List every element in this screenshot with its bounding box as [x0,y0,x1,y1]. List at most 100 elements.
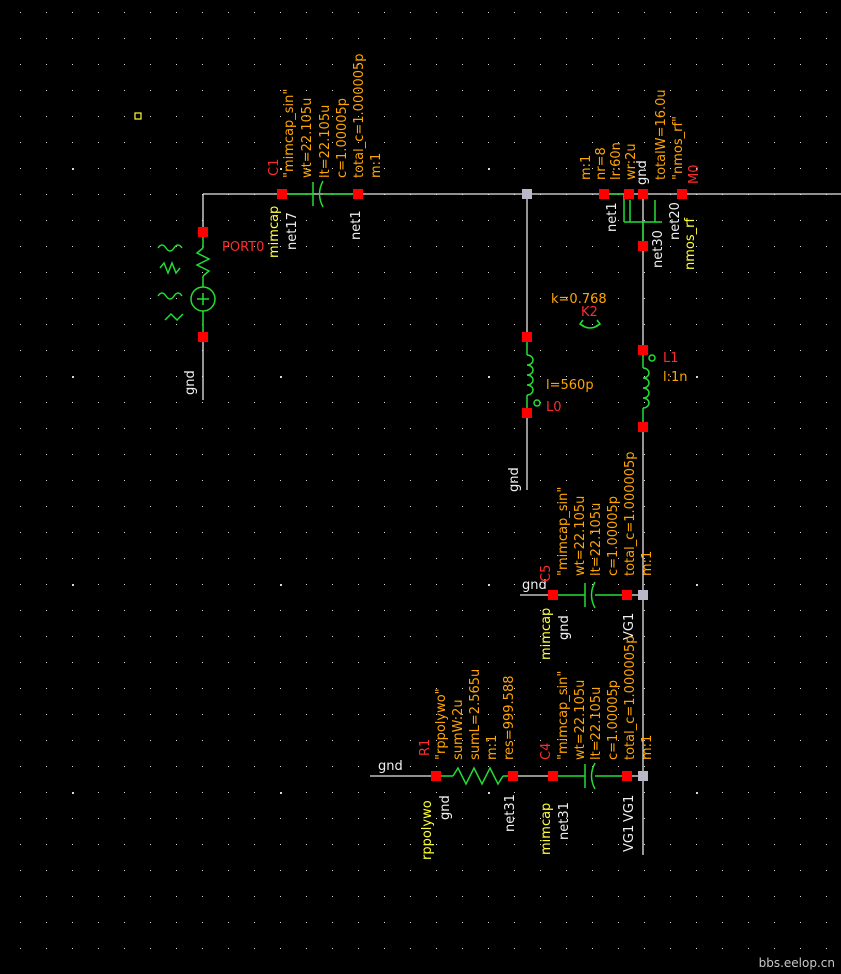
grid-dot [722,454,723,455]
inductor-l0[interactable]: l=560p L0 gnd [507,332,594,492]
grid-dot [592,506,593,507]
grid-dot [566,532,567,533]
grid-dot [488,12,489,13]
grid-dot [410,480,411,481]
c4-param-lt: lt=22.105u [589,687,604,760]
grid-dot [202,454,203,455]
grid-dot [722,350,723,351]
c1-param-model: "mimcap_sin" [282,89,297,178]
grid-dot [280,870,281,871]
capacitor-c4[interactable]: C4 "mimcap_sin" wt=22.105u lt=22.105u c=… [539,635,655,855]
grid-dot [150,246,151,247]
grid-dot [410,376,411,377]
inductor-l1[interactable]: L1 l:1n [638,345,688,432]
grid-dot [566,64,567,65]
selection-marker [134,112,142,120]
grid-dot [462,558,463,559]
grid-dot [176,662,177,663]
grid-dot [358,12,359,13]
resistor-r1[interactable]: gnd R1 "rppolywo" sumW:2u sumL=2.565u m:… [378,669,518,860]
grid-dot [280,584,282,586]
grid-dot [150,688,151,689]
grid-dot [202,818,203,819]
grid-dot [176,324,177,325]
grid-dot [98,870,99,871]
grid-dot [566,922,567,923]
grid-dot [202,428,203,429]
grid-dot [176,220,177,221]
grid-dot [644,532,645,533]
grid-dot [202,714,203,715]
grid-dot [384,298,385,299]
grid-dot [618,506,619,507]
grid-dot [384,246,385,247]
grid-dot [436,584,437,585]
grid-dot [800,766,801,767]
port0-source[interactable]: PORT0 gnd [157,227,264,395]
grid-dot [540,350,541,351]
grid-dot [98,896,99,897]
grid-dot [670,246,671,247]
c1-instance-label: C1 [267,159,282,176]
grid-dot [176,142,177,143]
grid-dot [592,324,593,325]
grid-dot [254,506,255,507]
grid-dot [228,324,229,325]
grid-dot [618,324,619,325]
c1-net-right: net1 [349,210,364,240]
grid-dot [176,90,177,91]
grid-dot [722,168,723,169]
m0-net-gnd: gnd [635,160,650,185]
grid-dot [436,428,437,429]
grid-dot [514,324,515,325]
grid-dot [618,896,619,897]
grid-dot [436,922,437,923]
grid-dot [202,688,203,689]
grid-dot [124,402,125,403]
grid-dot [384,350,385,351]
grid-dot [20,818,21,819]
grid-dot [306,610,307,611]
grid-dot [826,454,827,455]
capacitor-c5[interactable]: gnd C5 "mimcap_sin" wt=22.105u lt=22.105… [522,451,655,660]
grid-dot [384,220,385,221]
grid-dot [150,766,151,767]
grid-dot [306,350,307,351]
capacitor-c1[interactable]: C1 "mimcap_sin" wt=22.105u lt=22.105u c=… [267,53,384,258]
grid-dot [800,922,801,923]
grid-dot [774,610,775,611]
grid-dot [774,714,775,715]
grid-dot [774,428,775,429]
c5-param-lt: lt=22.105u [589,503,604,576]
mutual-inductance-k2[interactable]: k=0.768 K2 [551,292,607,329]
grid-dot [540,142,541,143]
r1-param-sumw: sumW:2u [451,699,466,760]
grid-dot [566,558,567,559]
grid-dot [306,64,307,65]
transistor-m0[interactable]: m:1 nr=8 lr:60n wr:2u totalW=16.0u "nmos… [579,89,702,270]
grid-dot [540,922,541,923]
grid-dot [332,480,333,481]
grid-dot [150,376,151,377]
grid-dot [826,662,827,663]
grid-dot [332,454,333,455]
grid-dot [566,740,567,741]
gnd-label-c5: gnd [522,578,547,593]
grid-dot [644,90,645,91]
grid-dot [306,168,307,169]
grid-dot [488,792,490,794]
grid-dot [254,558,255,559]
grid-dot [150,116,151,117]
grid-dot [176,948,177,949]
grid-dot [384,948,385,949]
grid-dot [46,558,47,559]
grid-dot [462,116,463,117]
grid-dot [826,688,827,689]
grid-dot [46,116,47,117]
grid-dot [98,220,99,221]
grid-dot [826,506,827,507]
grid-dot [176,376,177,377]
grid-dot [384,922,385,923]
grid-dot [202,38,203,39]
